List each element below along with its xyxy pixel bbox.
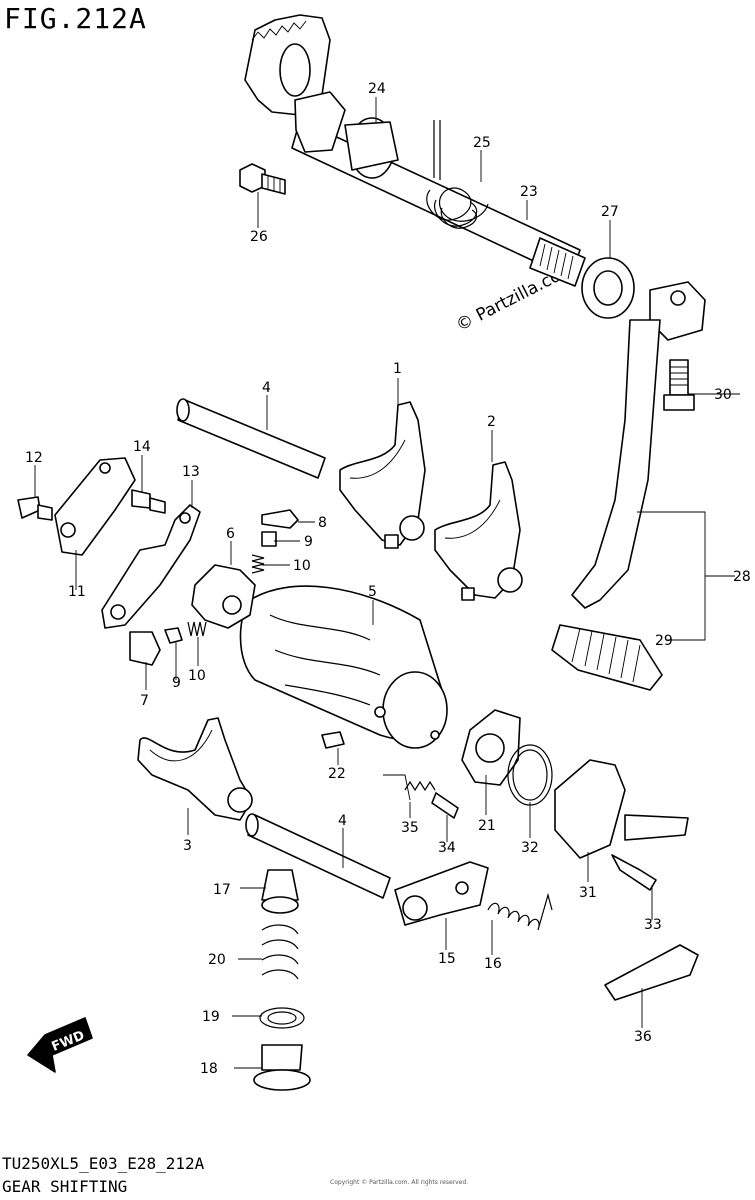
callout-6: 6 bbox=[226, 526, 235, 542]
detent-and-plunger bbox=[253, 780, 699, 1091]
callout-19: 19 bbox=[202, 1009, 220, 1025]
callout-33: 33 bbox=[644, 917, 662, 933]
shift-shaft-assembly bbox=[239, 14, 635, 319]
callout-31: 31 bbox=[579, 885, 597, 901]
callout-15: 15 bbox=[438, 951, 456, 967]
callout-28: 28 bbox=[733, 569, 751, 585]
callout-labels: 1 2 3 4 4 5 6 7 8 9 9 10 10 11 12 13 14 … bbox=[25, 81, 751, 1077]
callout-35: 35 bbox=[401, 820, 419, 836]
callout-26: 26 bbox=[250, 229, 268, 245]
callout-30: 30 bbox=[714, 387, 732, 403]
callout-13: 13 bbox=[182, 464, 200, 480]
callout-16: 16 bbox=[484, 956, 502, 972]
small-parts bbox=[129, 509, 345, 749]
figure-caption: GEAR SHIFTING bbox=[2, 1177, 128, 1196]
callout-12: 12 bbox=[25, 450, 43, 466]
copyright-fine-print: Copyright © Partzilla.com. All rights re… bbox=[330, 1179, 469, 1186]
callout-24: 24 bbox=[368, 81, 386, 97]
callout-11: 11 bbox=[68, 584, 86, 600]
callout-4-lower: 4 bbox=[338, 813, 347, 829]
callout-36: 36 bbox=[634, 1029, 652, 1045]
gear-shift-lever bbox=[551, 281, 706, 691]
callout-10-lower: 10 bbox=[188, 668, 206, 684]
callout-7: 7 bbox=[140, 693, 149, 709]
forward-direction-arrow: FWD bbox=[27, 1017, 93, 1073]
callout-29: 29 bbox=[655, 633, 673, 649]
callout-1: 1 bbox=[393, 361, 402, 377]
callout-10-upper: 10 bbox=[293, 558, 311, 574]
callout-8: 8 bbox=[318, 515, 327, 531]
callout-32: 32 bbox=[521, 840, 539, 856]
fork-shafts bbox=[176, 398, 391, 899]
callout-4-upper: 4 bbox=[262, 380, 271, 396]
callout-34: 34 bbox=[438, 840, 456, 856]
figure-code: TU250XL5_E03_E28_212A bbox=[2, 1154, 205, 1173]
figure-title: FIG.212A bbox=[4, 2, 147, 35]
callout-20: 20 bbox=[208, 952, 226, 968]
callout-2: 2 bbox=[487, 414, 496, 430]
callout-17: 17 bbox=[213, 882, 231, 898]
callout-22: 22 bbox=[328, 766, 346, 782]
callout-9-upper: 9 bbox=[304, 534, 313, 550]
stopper-plates bbox=[17, 457, 201, 629]
callout-25: 25 bbox=[473, 135, 491, 151]
callout-5: 5 bbox=[368, 584, 377, 600]
callout-27: 27 bbox=[601, 204, 619, 220]
callout-18: 18 bbox=[200, 1061, 218, 1077]
callout-21: 21 bbox=[478, 818, 496, 834]
cover-assembly bbox=[461, 709, 689, 891]
leader-lines bbox=[34, 97, 740, 1069]
gear-shift-cam bbox=[191, 564, 448, 749]
callout-14: 14 bbox=[133, 439, 151, 455]
callout-9-lower: 9 bbox=[172, 675, 181, 691]
shift-forks bbox=[137, 401, 523, 821]
callout-23: 23 bbox=[520, 184, 538, 200]
callout-3: 3 bbox=[183, 838, 192, 854]
